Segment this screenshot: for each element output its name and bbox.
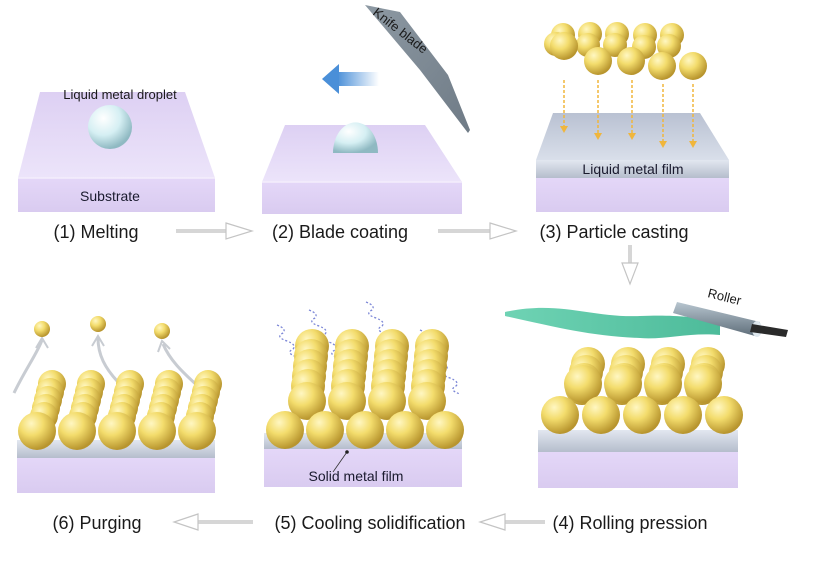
knife-annotation: Knife blade — [370, 5, 431, 57]
metal-particle — [657, 34, 681, 58]
metal-particle — [368, 382, 406, 420]
metal-particle — [306, 411, 344, 449]
metal-particle — [617, 47, 645, 75]
substrate-top — [262, 125, 462, 182]
metal-particle — [266, 411, 304, 449]
falling-arrows — [560, 80, 697, 148]
metal-particle — [98, 412, 136, 450]
panel-particle-casting: Liquid metal film (3) Particle casting — [536, 22, 729, 242]
substrate-annotation: Substrate — [80, 188, 140, 204]
metal-particle — [426, 411, 464, 449]
flow-arrow-down — [621, 245, 639, 286]
purged-particle — [34, 321, 50, 337]
step-2-label: (2) Blade coating — [272, 222, 408, 242]
metal-particle — [178, 412, 216, 450]
film-front — [538, 430, 738, 452]
roller-sheet — [505, 307, 720, 339]
metal-particle — [603, 33, 627, 57]
metal-particle — [408, 382, 446, 420]
metal-particle — [541, 396, 579, 434]
solid-film-pointer — [332, 451, 348, 473]
metal-particle — [582, 396, 620, 434]
metal-particle — [684, 365, 722, 403]
metal-particle — [623, 396, 661, 434]
substrate-front — [262, 182, 462, 214]
roller-icon — [673, 302, 788, 337]
film-front — [536, 160, 729, 178]
metal-particle — [550, 32, 578, 60]
motion-arrow-left-icon — [322, 64, 379, 94]
purged-particle — [90, 316, 106, 332]
falling-particles — [544, 22, 707, 80]
flow-arrow-right-2 — [438, 222, 519, 240]
metal-particle — [604, 365, 642, 403]
panel-cooling-solidification: Solid metal film (5) Cooling solidificat… — [264, 301, 466, 533]
metal-particle — [328, 382, 366, 420]
panel-purging: (6) Purging — [12, 316, 222, 533]
substrate-front — [264, 449, 462, 487]
flow-arrow-left-2 — [172, 513, 253, 531]
metal-particle — [679, 52, 707, 80]
substrate-front — [538, 452, 738, 488]
roller-annotation: Roller — [706, 285, 743, 308]
knife-blade — [365, 5, 470, 133]
substrate-front — [536, 178, 729, 212]
purged-particle — [154, 323, 170, 339]
step-1-label: (1) Melting — [53, 222, 138, 242]
liquid-film-annotation: Liquid metal film — [582, 161, 683, 177]
spread-droplet — [333, 122, 378, 153]
metal-particle — [138, 412, 176, 450]
metal-particle — [346, 411, 384, 449]
metal-particle — [386, 411, 424, 449]
step-3-label: (3) Particle casting — [539, 222, 688, 242]
metal-particle — [18, 412, 56, 450]
panel-melting: Liquid metal droplet Substrate (1) Melti… — [18, 87, 215, 242]
solid-film-annotation: Solid metal film — [309, 468, 404, 484]
liquid-metal-droplet — [88, 105, 132, 149]
step-4-label: (4) Rolling pression — [552, 513, 707, 533]
metal-particle — [564, 365, 602, 403]
metal-particle — [58, 412, 96, 450]
particle-layer — [266, 329, 464, 449]
step-6-label: (6) Purging — [52, 513, 141, 533]
metal-particle — [288, 382, 326, 420]
particle-layer — [18, 370, 222, 450]
step-5-label: (5) Cooling solidification — [274, 513, 465, 533]
droplet-annotation: Liquid metal droplet — [63, 87, 177, 102]
substrate-front — [18, 178, 215, 212]
flow-arrow-left-1 — [478, 513, 545, 531]
substrate-front — [17, 458, 215, 493]
metal-particle — [644, 365, 682, 403]
metal-particle — [584, 47, 612, 75]
panel-blade-coating: Knife blade (2) Blade coating — [262, 5, 470, 242]
particle-layer — [541, 347, 743, 434]
flow-arrow-right-1 — [176, 222, 255, 240]
panel-rolling-pression: Roller (4) Rolling pression — [505, 285, 788, 533]
metal-particle — [705, 396, 743, 434]
metal-particle — [664, 396, 702, 434]
metal-particle — [648, 52, 676, 80]
